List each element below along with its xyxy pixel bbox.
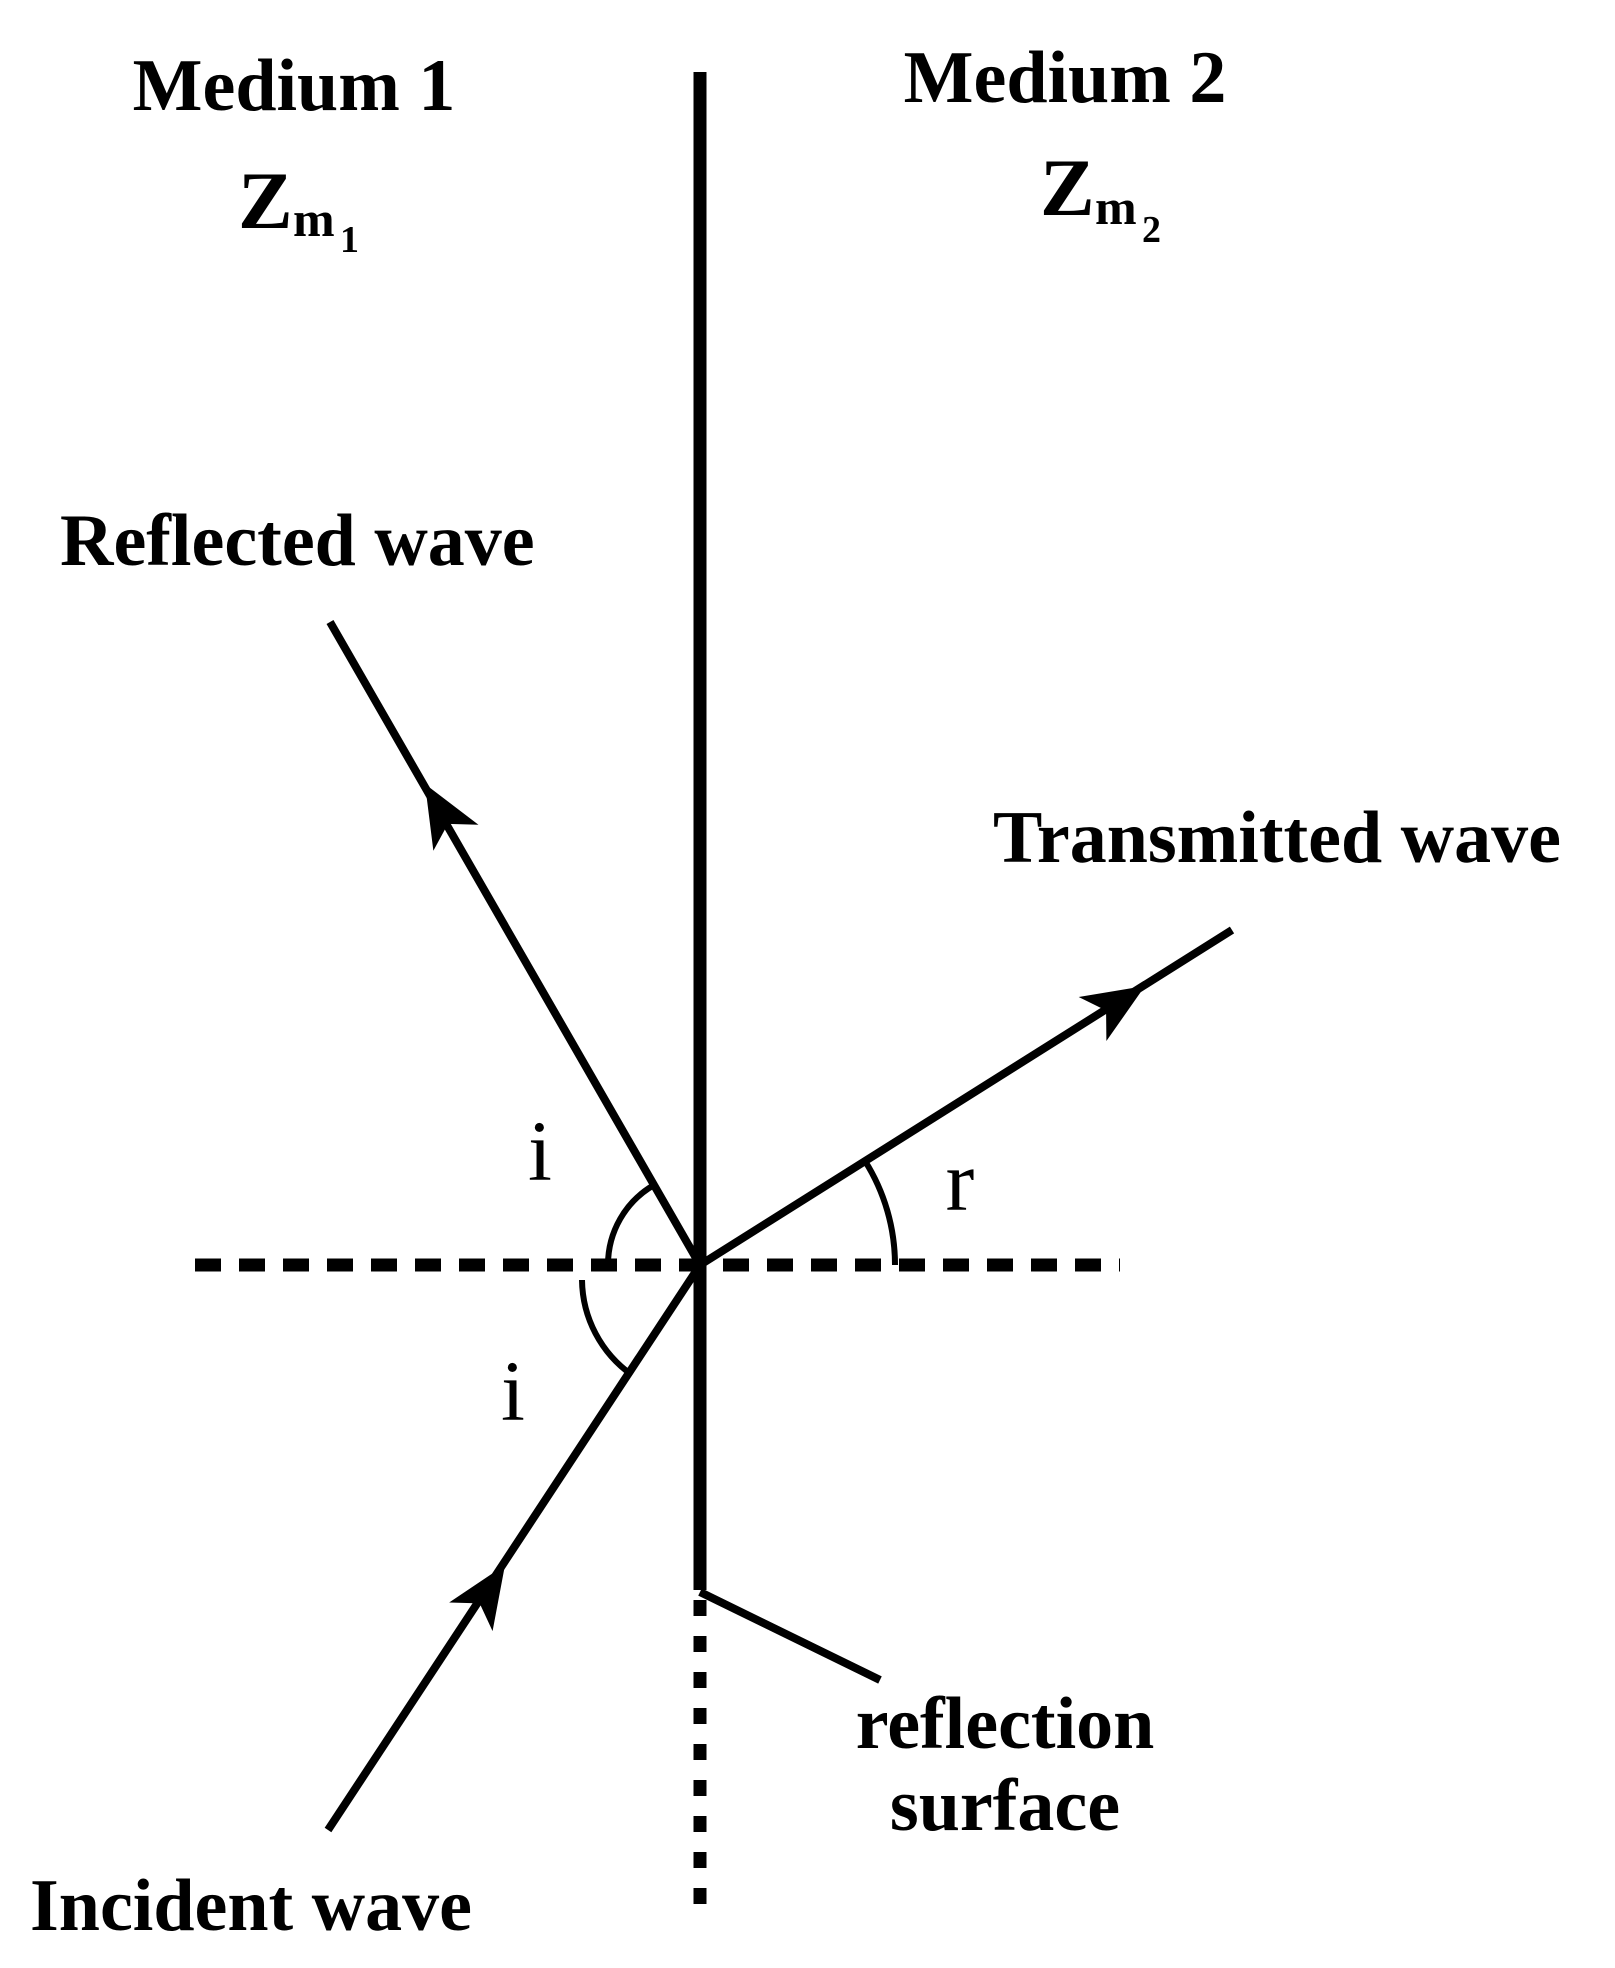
angle-i-lower-label: i (501, 1343, 525, 1439)
reflection-surface-label-line2: surface (890, 1765, 1120, 1847)
incident-ray (324, 1262, 704, 1833)
reflection-surface-pointer (698, 1588, 882, 1684)
medium-1-label: Medium 1 (133, 45, 456, 127)
svg-text:m: m (1095, 179, 1137, 235)
angle-arc-incident (579, 1279, 634, 1378)
svg-text:m: m (293, 191, 335, 247)
incident-arrowhead (449, 1565, 505, 1632)
svg-text:Z: Z (1040, 142, 1095, 233)
medium-2-label: Medium 2 (904, 37, 1227, 119)
transmitted-arrowhead (1078, 986, 1145, 1042)
svg-text:1: 1 (340, 219, 359, 261)
reflected-wave-label: Reflected wave (60, 500, 535, 582)
svg-text:2: 2 (1142, 209, 1161, 251)
transmitted-wave-label: Transmitted wave (993, 797, 1561, 879)
angle-arc-refracted (862, 1159, 899, 1266)
svg-text:Z: Z (238, 155, 293, 246)
angle-arc-reflected (604, 1182, 656, 1266)
angle-i-upper-label: i (528, 1103, 552, 1199)
incident-wave-label: Incident wave (30, 1865, 472, 1947)
transmitted-ray (697, 926, 1235, 1269)
angle-r-label: r (946, 1133, 975, 1229)
impedance-z-m2: Z m 2 (1040, 142, 1161, 251)
reflected-ray (326, 620, 704, 1267)
impedance-z-m1: Z m 1 (238, 155, 359, 261)
reflected-arrowhead (425, 784, 479, 851)
reflection-surface-label-line1: reflection (856, 1683, 1155, 1765)
